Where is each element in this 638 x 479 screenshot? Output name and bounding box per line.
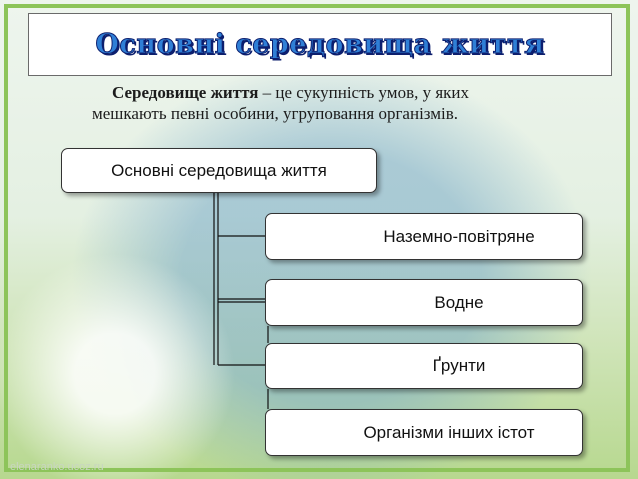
definition-text: Середовище життя – це сукупність умов, у… [92, 82, 572, 124]
definition-line-2: мешкають певні особини, угруповання орга… [92, 104, 459, 123]
definition-term: Середовище життя [112, 83, 259, 102]
root-node-label: Основні середовища життя [111, 160, 327, 180]
child-node-soil: Ґрунти [265, 343, 583, 389]
root-node: Основні середовища життя [61, 148, 377, 193]
title-box: Основні середовища життя [28, 13, 612, 76]
child-node-label: Організми інших істот [363, 422, 535, 442]
child-node-label: Водне [434, 292, 484, 312]
child-node-label: Ґрунти [432, 356, 486, 375]
child-node-label: Наземно-повітряне [383, 226, 535, 246]
slide-frame [4, 4, 630, 472]
child-node-organisms: Організми інших істот [265, 409, 583, 456]
definition-line-1: Середовище життя – це сукупність умов, у… [92, 82, 572, 103]
child-node-water: Водне [265, 279, 583, 326]
definition-rest: – це сукупність умов, у яких [258, 83, 470, 102]
child-node-land-air: Наземно-повітряне [265, 213, 583, 260]
watermark: elenaranko.ucoz.ru [10, 461, 104, 473]
slide-title: Основні середовища життя [95, 29, 545, 61]
